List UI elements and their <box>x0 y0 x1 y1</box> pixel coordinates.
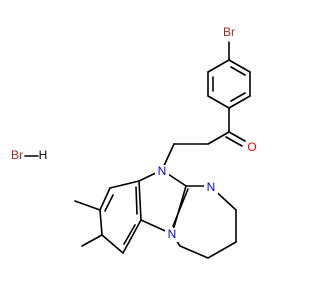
bond <box>138 180 142 221</box>
bond <box>135 186 138 215</box>
nitrogen-label: N <box>207 180 216 194</box>
bromine-label: Br <box>223 25 235 39</box>
bond <box>225 136 243 147</box>
atom-labels: Br O N N N Br H <box>11 24 258 242</box>
bond <box>74 200 101 211</box>
bond <box>109 180 140 189</box>
bond <box>81 234 103 247</box>
salt-hydrogen-label: H <box>39 148 48 162</box>
bond <box>207 241 237 259</box>
nitrogen-label: N <box>158 164 167 178</box>
oxygen-label: O <box>247 140 256 154</box>
nitrogen-label: N <box>168 227 177 241</box>
bond <box>207 95 230 109</box>
bond <box>228 131 246 142</box>
salt-bromine-label: Br <box>11 148 23 162</box>
bond <box>207 59 230 73</box>
bond-lines <box>24 41 251 259</box>
bond <box>172 188 189 227</box>
bond <box>122 219 142 254</box>
bond <box>99 187 111 211</box>
bond <box>179 245 209 259</box>
bond <box>99 209 103 236</box>
molecule-structure: Br O N N N Br H <box>11 24 258 259</box>
bond <box>207 131 230 145</box>
bond <box>228 95 251 109</box>
bond <box>123 224 136 245</box>
bond <box>228 59 251 73</box>
bond <box>230 92 246 102</box>
bond <box>230 66 246 76</box>
bond <box>101 234 124 254</box>
bond <box>104 194 114 212</box>
